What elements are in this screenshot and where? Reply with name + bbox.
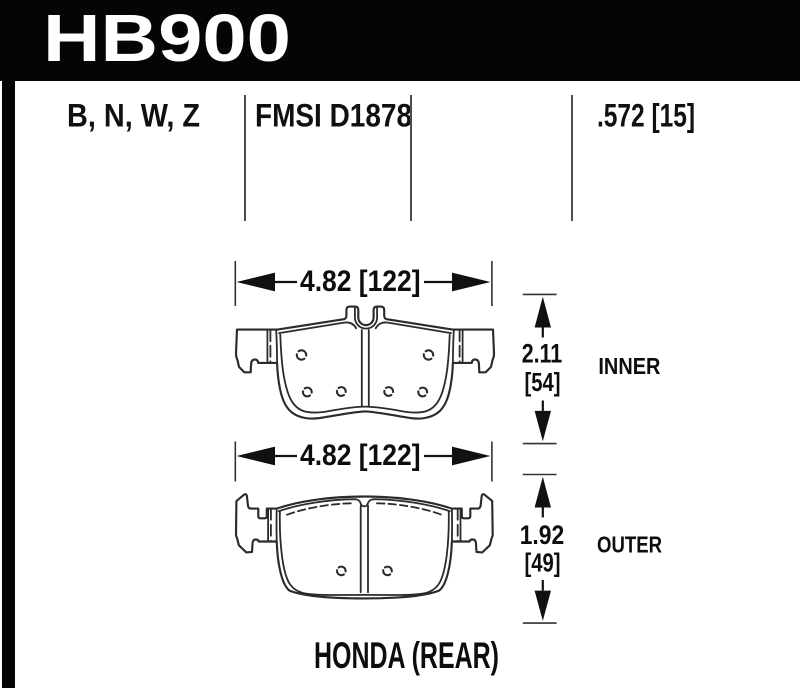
svg-text:HONDA (REAR): HONDA (REAR)	[314, 635, 499, 676]
svg-text:4.82 [122]: 4.82 [122]	[300, 265, 421, 298]
svg-text:FMSI D1878: FMSI D1878	[255, 98, 412, 134]
svg-text:HB900: HB900	[43, 1, 291, 76]
svg-text:1.92: 1.92	[520, 520, 565, 550]
svg-text:INNER: INNER	[598, 353, 660, 379]
svg-text:.572 [15]: .572 [15]	[597, 98, 695, 134]
svg-text:[49]: [49]	[525, 548, 561, 578]
svg-text:OUTER: OUTER	[597, 532, 662, 558]
svg-text:[54]: [54]	[525, 367, 561, 397]
svg-text:4.82 [122]: 4.82 [122]	[300, 439, 421, 472]
svg-text:B, N, W, Z: B, N, W, Z	[67, 98, 200, 134]
svg-text:2.11: 2.11	[522, 339, 563, 369]
